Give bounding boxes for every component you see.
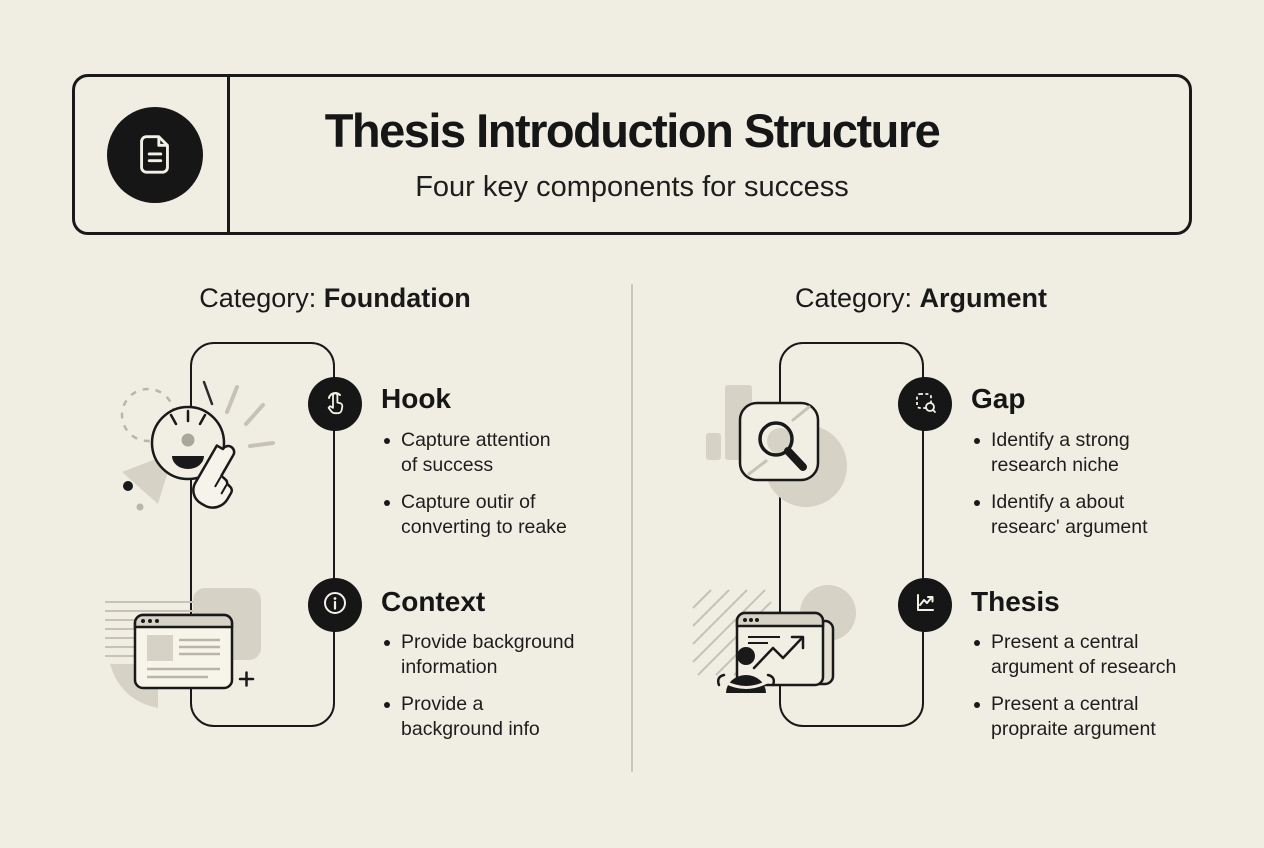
bullet-item: Present a central argument of research bbox=[974, 630, 1176, 680]
section-title-hook: Hook bbox=[381, 383, 451, 414]
thesis-node-badge bbox=[898, 578, 952, 632]
bullet-dot-icon bbox=[974, 438, 980, 444]
category-label: Category: bbox=[794, 283, 913, 313]
bullet-text: Identify a about researc' argument bbox=[991, 491, 1148, 538]
argument-bracket bbox=[779, 342, 924, 727]
gap-node-badge bbox=[898, 377, 952, 431]
bullet-dot-icon bbox=[384, 500, 390, 506]
info-icon bbox=[320, 588, 350, 623]
bullet-item: Identify a about researc' argument bbox=[974, 490, 1148, 540]
category-value: Argument bbox=[919, 283, 1048, 313]
bullet-text: Capture outir of converting to reake bbox=[401, 491, 567, 538]
magnifier-search-illustration bbox=[706, 385, 847, 507]
category-value: Foundation bbox=[323, 283, 471, 313]
header-divider bbox=[227, 77, 230, 232]
foundation-bracket bbox=[190, 342, 335, 727]
page-subtitle: Four key components for success bbox=[415, 171, 849, 203]
hook-node-badge bbox=[308, 377, 362, 431]
header-panel: Thesis Introduction Structure Four key c… bbox=[72, 74, 1192, 235]
bullet-item: Provide a background info bbox=[384, 692, 574, 742]
browser-document-illustration bbox=[105, 588, 261, 708]
section-title-gap: Gap bbox=[971, 383, 1026, 414]
category-heading-argument: Category: Argument bbox=[721, 283, 1121, 314]
page-title: Thesis Introduction Structure bbox=[324, 104, 941, 157]
bullet-text: Present a central propraite argument bbox=[991, 693, 1156, 740]
column-divider bbox=[631, 284, 633, 772]
bullet-text: Provide background information bbox=[401, 631, 575, 678]
bullet-dot-icon bbox=[974, 702, 980, 708]
bullet-dot-icon bbox=[974, 640, 980, 646]
section-title-context: Context bbox=[381, 586, 486, 617]
bullet-text: Provide a background info bbox=[401, 693, 540, 740]
bullet-item: Capture attention of success bbox=[384, 428, 567, 478]
context-node-badge bbox=[308, 578, 362, 632]
bullet-dot-icon bbox=[384, 702, 390, 708]
bullet-text: Capture attention of success bbox=[401, 429, 551, 476]
document-icon bbox=[132, 130, 178, 181]
bullet-dot-icon bbox=[384, 640, 390, 646]
bullet-item: Provide background information bbox=[384, 630, 574, 680]
trend-chart-icon bbox=[910, 588, 940, 623]
select-area-search-icon bbox=[910, 387, 940, 422]
click-hand-illustration bbox=[120, 380, 275, 511]
category-heading-foundation: Category: Foundation bbox=[135, 283, 535, 314]
bullet-item: Present a central propraite argument bbox=[974, 692, 1176, 742]
section-title-thesis: Thesis bbox=[971, 586, 1060, 617]
bullet-text: Identify a strong research niche bbox=[991, 429, 1130, 476]
thesis-bullet-list: Present a central argument of research P… bbox=[974, 630, 1176, 742]
bullet-dot-icon bbox=[384, 438, 390, 444]
presenter-growth-chart-illustration bbox=[692, 585, 856, 693]
context-bullet-list: Provide background information Provide a… bbox=[384, 630, 574, 742]
bullet-item: Capture outir of converting to reake bbox=[384, 490, 567, 540]
bullet-item: Identify a strong research niche bbox=[974, 428, 1148, 478]
hook-bullet-list: Capture attention of success Capture out… bbox=[384, 428, 567, 540]
tap-icon bbox=[320, 387, 350, 422]
category-label: Category: bbox=[199, 283, 317, 313]
header-icon-badge bbox=[107, 107, 203, 203]
bullet-text: Present a central argument of research bbox=[991, 631, 1177, 678]
bullet-dot-icon bbox=[974, 500, 980, 506]
gap-bullet-list: Identify a strong research niche Identif… bbox=[974, 428, 1148, 540]
